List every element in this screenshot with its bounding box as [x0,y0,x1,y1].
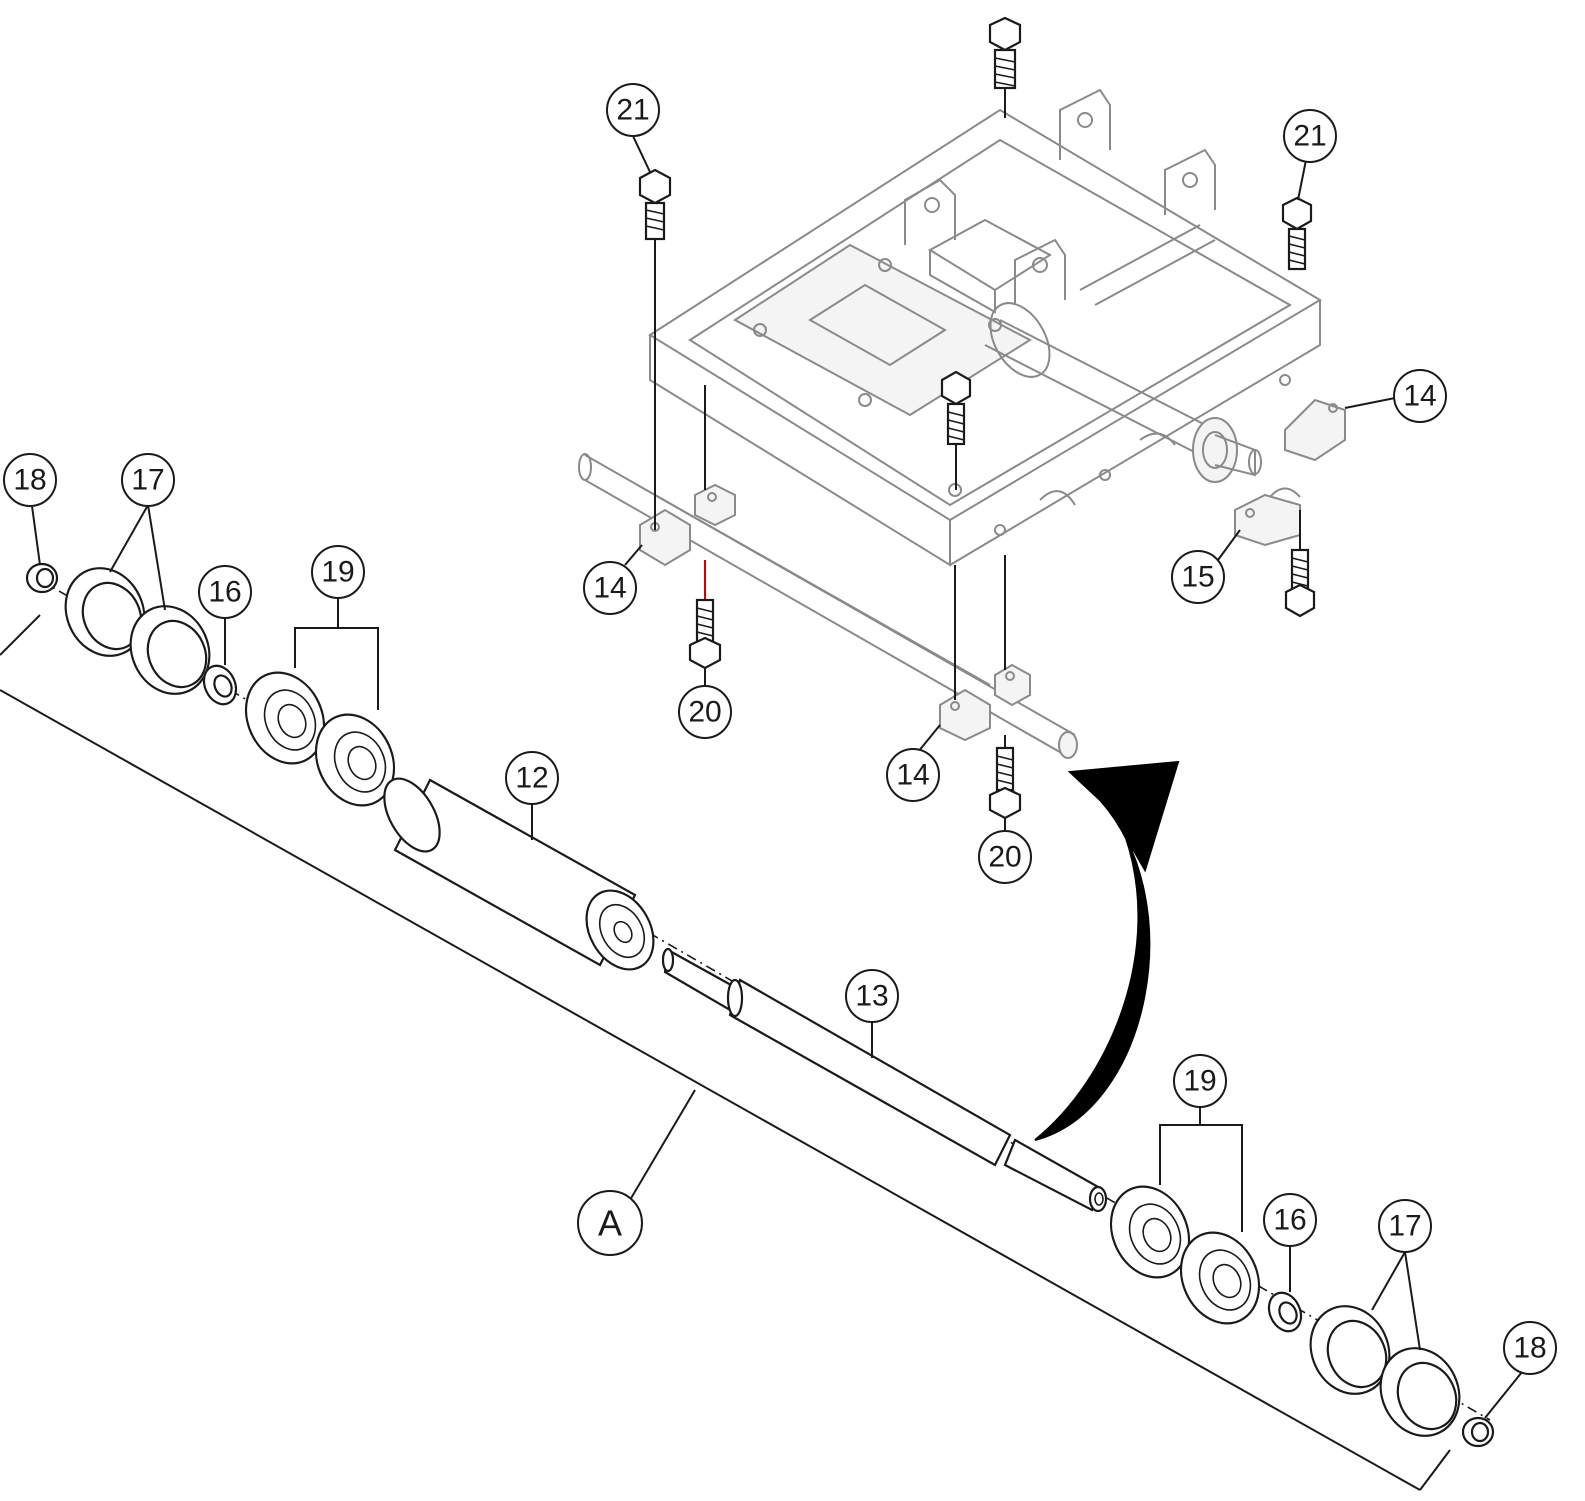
bearing-19-right-b [1179,1231,1261,1325]
callout-14-left-label: 14 [593,572,626,605]
callout-15-label: 15 [1181,561,1214,594]
callout-16-left-label: 16 [208,576,241,609]
callout-18-left-label: 18 [13,464,46,497]
callout-15: 15 [1171,550,1225,604]
roller-12 [383,777,655,971]
leader-lines [31,135,1523,1419]
seal-17-left-inner [129,605,211,695]
callout-20-right-label: 20 [988,841,1021,874]
seal-17-left-outer [64,567,146,657]
callout-19-left: 19 [311,545,365,599]
bearing-19-left-b [314,713,396,807]
callout-14-right: 14 [1393,369,1447,423]
callout-20-right: 20 [978,830,1032,884]
callout-21-right-label: 21 [1293,120,1326,153]
callout-12-label: 12 [515,762,548,795]
callout-17-left-label: 17 [131,464,164,497]
callout-14-right-label: 14 [1403,380,1436,413]
assembly-baseline [0,614,1451,1491]
seal-17-right-inner [1379,1347,1461,1437]
bolt-20-left [688,598,722,690]
callout-A-label: A [598,1203,622,1244]
callout-17-left: 17 [121,453,175,507]
seal-16-right [1267,1291,1303,1333]
bolt-21-right [1281,196,1313,271]
callout-20-left-label: 20 [688,696,721,729]
callout-21-left-label: 21 [616,94,649,127]
bearing-19-left-a [244,671,326,765]
bolt-21-left [638,168,672,530]
callout-14-bottom: 14 [886,748,940,802]
washer-18-left [25,562,59,594]
callout-16-right: 16 [1263,1193,1317,1247]
seal-17-right-outer [1309,1305,1391,1395]
callout-A: A [577,1190,643,1256]
callout-21-left: 21 [606,83,660,137]
callout-17-right-label: 17 [1388,1210,1421,1243]
seal-16-left [202,664,238,706]
callout-19-left-label: 19 [321,556,354,589]
bolt-20-right [988,735,1022,835]
install-direction-arrow [1034,760,1180,1141]
callout-19-right-label: 19 [1183,1065,1216,1098]
bearing-19-right-a [1109,1185,1191,1279]
callout-18-right: 18 [1503,1321,1557,1375]
callout-21-right: 21 [1283,109,1337,163]
callout-13: 13 [845,969,899,1023]
callout-12: 12 [505,751,559,805]
callout-16-left: 16 [198,565,252,619]
callout-18-right-label: 18 [1513,1332,1546,1365]
callout-20-left: 20 [678,685,732,739]
callout-14-left: 14 [583,561,637,615]
bolt-top-center [988,16,1022,118]
shaft-13 [661,947,1108,1213]
bolt-center-mid [940,370,972,490]
callout-18-left: 18 [3,453,57,507]
washer-18-right [1461,1416,1495,1448]
bolt-15-lower [1284,510,1316,618]
callout-13-label: 13 [855,980,888,1013]
callout-16-right-label: 16 [1273,1204,1306,1237]
callout-19-right: 19 [1173,1054,1227,1108]
callout-14-bottom-label: 14 [896,759,929,792]
callout-17-right: 17 [1378,1199,1432,1253]
guide-lines [704,385,1006,700]
